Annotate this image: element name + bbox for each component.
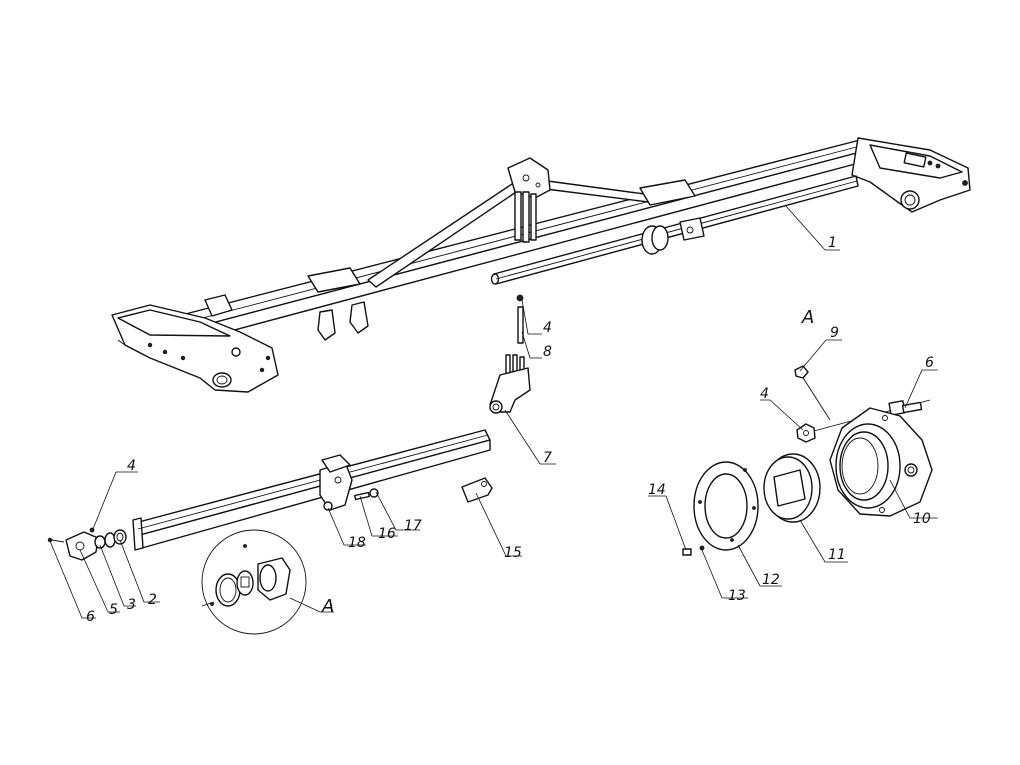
label-part-5: 5 [109,602,118,618]
part-number-labels: 1 4 8 7 A 9 6 4 10 11 12 13 14 15 16 17 … [86,235,934,625]
label-part-13: 13 [728,588,746,604]
label-part-14: 14 [648,482,666,498]
label-part-7: 7 [543,450,552,466]
lower-shaft [132,429,491,551]
label-part-2: 2 [148,592,157,608]
small-fasteners [323,488,379,511]
bracket-7 [489,354,531,414]
view-a-exploded [682,365,933,556]
label-part-1: 1 [828,235,837,251]
main-frame [111,137,971,393]
label-part-8: 8 [543,344,552,360]
label-view-a-title: A [801,307,814,328]
detail-view-a-circle [201,529,307,635]
label-part-6-a: 6 [86,609,95,625]
label-part-4-c: 4 [760,386,769,402]
label-part-4-a: 4 [543,320,552,336]
label-part-10: 10 [913,511,931,527]
label-part-3: 3 [127,597,136,613]
label-detail-a-callout: A [321,596,334,617]
clip-15 [461,477,493,503]
label-part-4-b: 4 [127,458,136,474]
left-end-stack [47,527,127,561]
label-part-17: 17 [404,518,422,534]
bolt-8 [516,294,524,344]
leader-lines [49,204,938,619]
label-part-16: 16 [378,526,396,542]
label-part-18: 18 [348,535,366,551]
label-part-6-b: 6 [925,355,934,371]
label-part-9: 9 [830,325,839,341]
label-part-12: 12 [762,572,780,588]
label-part-15: 15 [504,545,522,561]
label-part-11: 11 [828,547,846,563]
